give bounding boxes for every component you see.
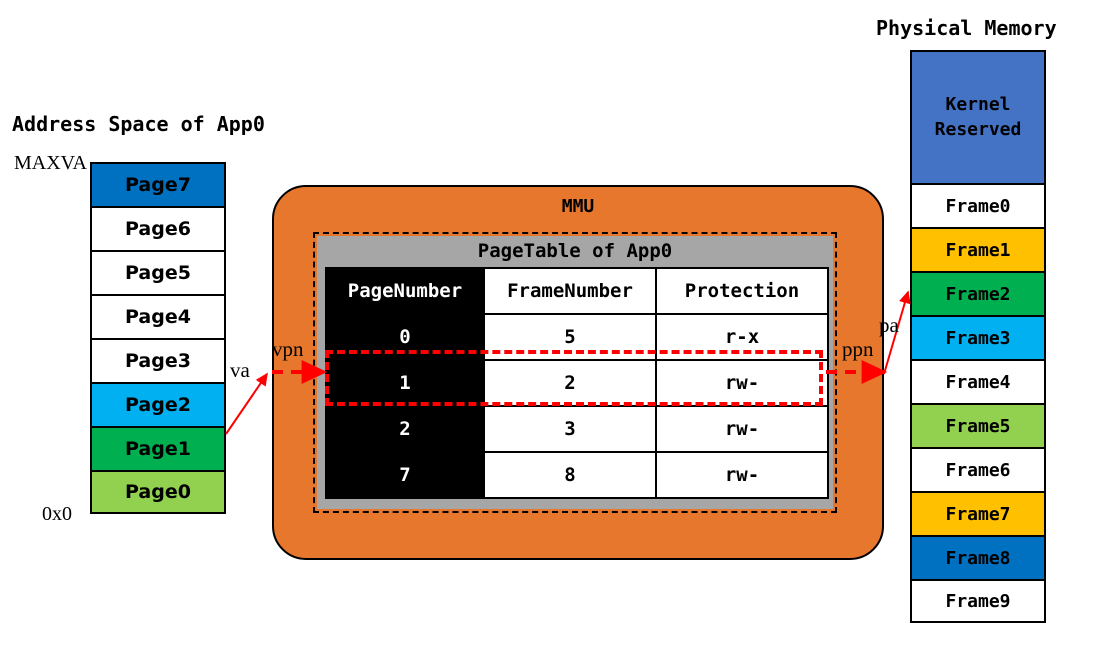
cell-framenumber: 2 [483,359,657,407]
pa-label: pa [879,313,899,337]
frame-block[interactable]: Frame7 [910,491,1046,535]
frame-block[interactable]: Frame3 [910,315,1046,359]
page-block[interactable]: Page1 [90,426,226,470]
table-row[interactable]: 7 8 rw- [325,451,829,499]
cell-protection: rw- [655,451,829,499]
page-block[interactable]: Page0 [90,470,226,514]
cell-framenumber: 8 [483,451,657,499]
cell-protection: rw- [655,405,829,453]
frame-block[interactable]: Frame6 [910,447,1046,491]
pagetable-title: PageTable of App0 [477,240,673,262]
cell-pagenumber: 7 [325,451,485,499]
page-block[interactable]: Page2 [90,382,226,426]
frame-block[interactable]: Frame0 [910,183,1046,227]
table-row[interactable]: 2 3 rw- [325,405,829,453]
frame-block[interactable]: Frame2 [910,271,1046,315]
page-block[interactable]: Page5 [90,250,226,294]
page-block[interactable]: Page6 [90,206,226,250]
vpn-label: vpn [272,337,304,361]
page-block[interactable]: Page4 [90,294,226,338]
physical-memory: Kernel Reserved Frame0 Frame1 Frame2 Fra… [910,50,1046,623]
ppn-label: ppn [842,337,874,361]
page-block[interactable]: Page3 [90,338,226,382]
cell-pagenumber: 1 [325,359,485,407]
kernel-reserved-line1: Kernel [945,94,1011,116]
column-header-protection: Protection [655,267,829,315]
table-row[interactable]: 1 2 rw- [325,359,829,407]
cell-framenumber: 5 [483,313,657,361]
physical-memory-title: Physical Memory [876,16,1057,40]
va-source-arrow [225,372,268,435]
cell-framenumber: 3 [483,405,657,453]
frame-block[interactable]: Frame1 [910,227,1046,271]
table-row[interactable]: 0 5 r-x [325,313,829,361]
table-header-row: PageNumber FrameNumber Protection [325,267,829,315]
kernel-reserved-line2: Reserved [934,118,1022,140]
mmu-title: MMU [561,196,595,217]
cell-protection: r-x [655,313,829,361]
frame-block[interactable]: Frame4 [910,359,1046,403]
column-header-framenumber: FrameNumber [483,267,657,315]
cell-pagenumber: 0 [325,313,485,361]
frame-block[interactable]: Frame8 [910,535,1046,579]
frame-block[interactable]: Frame5 [910,403,1046,447]
kernel-reserved-block: Kernel Reserved [910,50,1046,183]
column-header-pagenumber: PageNumber [325,267,485,315]
maxva-label: MAXVA [14,152,87,174]
zero-address-label: 0x0 [42,503,72,525]
frame-block[interactable]: Frame9 [910,579,1046,623]
pagetable: PageNumber FrameNumber Protection 0 5 r-… [325,267,829,499]
va-label: va [230,358,250,382]
page-block[interactable]: Page7 [90,162,226,206]
cell-protection: rw- [655,359,829,407]
virtual-address-space: Page7 Page6 Page5 Page4 Page3 Page2 Page… [90,162,226,514]
cell-pagenumber: 2 [325,405,485,453]
address-space-title: Address Space of App0 [12,112,265,136]
